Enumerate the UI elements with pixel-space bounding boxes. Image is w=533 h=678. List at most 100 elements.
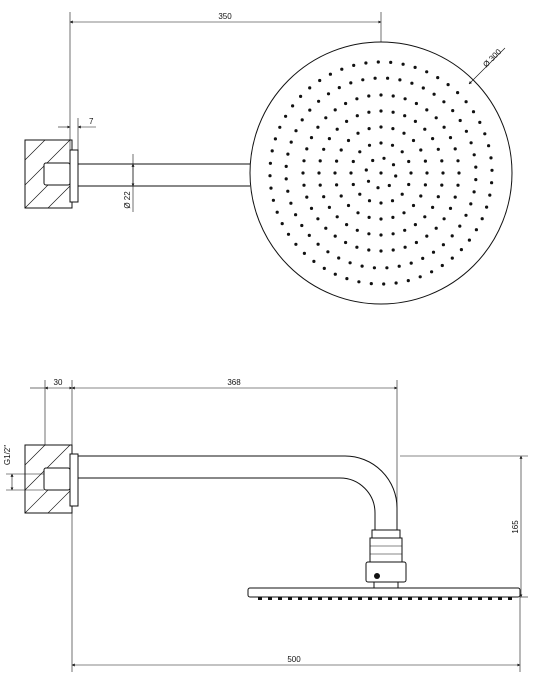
- nozzle-dot: [284, 164, 288, 168]
- nozzle-dot: [400, 192, 404, 196]
- nozzle-dot: [356, 131, 360, 135]
- nozzle-dot: [299, 94, 303, 98]
- nozzle-dot: [308, 108, 312, 112]
- nozzle-dot: [351, 182, 355, 187]
- nozzle-dot: [275, 210, 279, 214]
- nozzle-dot: [431, 137, 435, 141]
- nozzle-dot: [327, 205, 331, 209]
- dim-d22-label: Ø 22: [123, 191, 132, 209]
- nozzle-dot: [457, 171, 461, 175]
- nozzle-dot: [379, 201, 383, 205]
- nozzle-dot: [294, 213, 298, 217]
- nozzle-dot: [402, 131, 406, 135]
- nozzle-dot: [425, 70, 429, 74]
- nozzle-dot: [391, 94, 395, 98]
- nozzle-dot: [423, 159, 427, 163]
- nozzle-dot: [440, 159, 444, 163]
- plate-nozzle: [398, 597, 402, 600]
- nozzle-dot: [268, 161, 272, 165]
- nozzle-dot: [434, 116, 438, 120]
- nozzle-dot: [409, 171, 413, 175]
- nozzle-dot: [360, 264, 364, 268]
- nozzle-dot: [394, 174, 398, 178]
- nozzle-dot: [352, 63, 356, 67]
- nozzle-dot: [318, 183, 322, 187]
- nozzle-dot: [390, 199, 395, 203]
- side-connector: [365, 529, 407, 589]
- nozzle-dot: [464, 129, 468, 133]
- nozzle-dot: [490, 168, 494, 172]
- dim-arm-reach: 368: [71, 378, 398, 508]
- nozzle-dot: [345, 223, 349, 227]
- dim-thread: G1/2": [3, 445, 44, 491]
- nozzle-dot: [273, 137, 277, 141]
- nozzle-dot: [364, 168, 368, 172]
- nozzle-dot: [339, 148, 343, 152]
- nozzle-dot: [450, 234, 454, 238]
- nozzle-dot: [280, 222, 284, 226]
- plate-nozzle: [308, 597, 312, 600]
- nozzle-dot: [358, 150, 362, 154]
- nozzle-dot: [411, 138, 416, 143]
- nozzle-dot: [371, 158, 375, 163]
- nozzle-dot: [284, 177, 288, 181]
- nozzle-dot: [419, 148, 423, 152]
- nozzle-dot: [317, 171, 321, 175]
- nozzle-dot: [335, 183, 339, 187]
- nozzle-dot: [442, 217, 446, 221]
- nozzle-dot: [367, 143, 372, 147]
- nozzle-dot: [403, 245, 407, 249]
- nozzle-dot: [355, 97, 359, 101]
- dim-350-label: 350: [218, 12, 232, 21]
- nozzle-dot: [423, 215, 427, 219]
- nozzle-dot: [322, 195, 326, 199]
- nozzle-dot: [409, 261, 413, 265]
- plate-nozzle: [388, 597, 392, 600]
- nozzle-dot: [269, 186, 273, 190]
- dim-165-label: 165: [511, 520, 520, 534]
- nozzle-dot: [431, 250, 436, 254]
- plate-nozzle: [268, 597, 272, 600]
- plate-nozzle: [428, 597, 432, 600]
- nozzle-dot: [450, 256, 454, 260]
- nozzle-dot: [356, 211, 360, 215]
- nozzle-dot: [382, 282, 386, 286]
- nozzle-dot: [425, 171, 429, 175]
- nozzle-dot: [301, 171, 305, 175]
- plate-nozzle: [448, 597, 452, 600]
- nozzle-dot: [483, 132, 487, 136]
- plate-nozzle: [368, 597, 372, 600]
- nozzle-dot: [489, 156, 493, 160]
- nozzle-dot: [349, 171, 353, 175]
- dim-d300-label: Ø 300: [481, 47, 503, 69]
- nozzle-dot: [442, 100, 446, 104]
- nozzle-dot: [358, 192, 362, 196]
- nozzle-dot: [423, 183, 427, 187]
- plate-nozzle: [358, 597, 362, 600]
- nozzle-dot: [333, 108, 337, 112]
- nozzle-dot: [402, 211, 406, 215]
- dim-thread-label: G1/2": [3, 445, 12, 465]
- plate-nozzle: [348, 597, 352, 600]
- nozzle-dot: [326, 250, 330, 254]
- nozzle-dot: [318, 159, 322, 163]
- nozzle-dot: [485, 205, 489, 209]
- nozzle-dot: [367, 215, 371, 219]
- nozzle-dot: [471, 110, 476, 114]
- nozzle-dot: [367, 199, 372, 203]
- top-shower-head: [249, 41, 513, 305]
- top-view: 350 7 Ø 22 Ø 300: [24, 12, 513, 305]
- nozzle-dot: [474, 165, 478, 169]
- nozzle-dot: [300, 118, 304, 122]
- nozzle-dot: [469, 202, 473, 206]
- nozzle-dot: [487, 144, 491, 148]
- nozzle-dot: [335, 127, 339, 131]
- nozzle-dot: [349, 81, 353, 85]
- nozzle-dot: [337, 256, 341, 260]
- nozzle-dot: [372, 266, 376, 270]
- nozzle-dot: [309, 206, 314, 210]
- nozzle-dot: [364, 61, 368, 65]
- nozzle-dot: [391, 232, 395, 236]
- nozzle-dot: [309, 136, 314, 140]
